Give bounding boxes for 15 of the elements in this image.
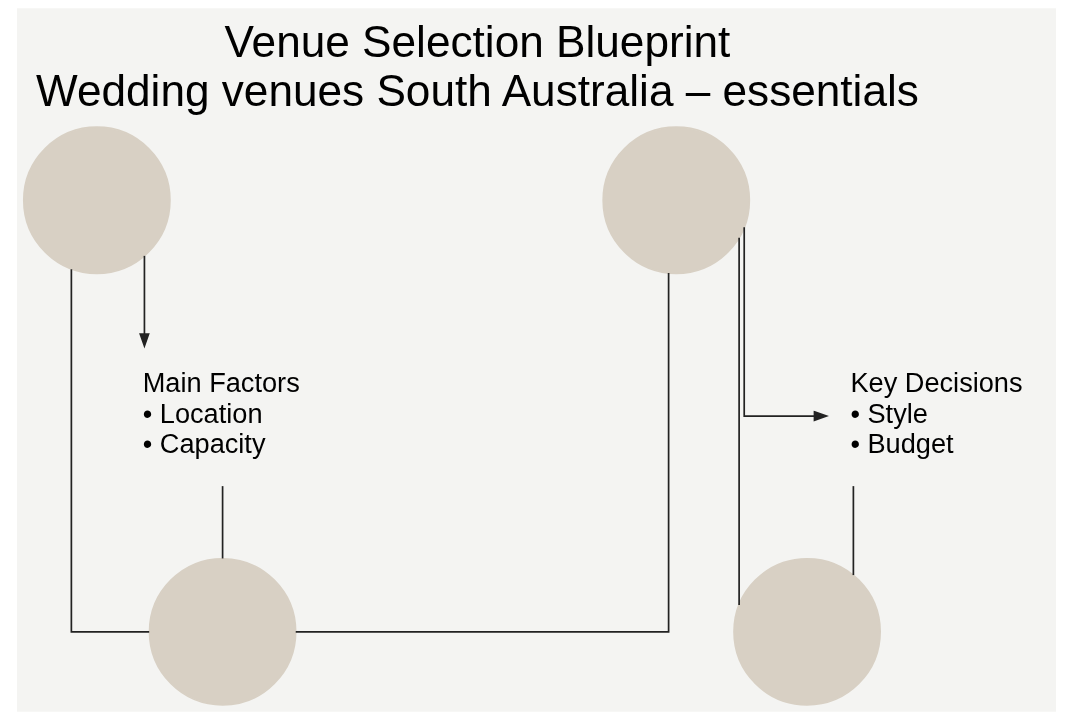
node-text: Key Decisions • Style • Budget xyxy=(850,366,1023,460)
connector xyxy=(294,272,670,633)
diagram-title: Venue Selection Blueprint xyxy=(224,17,731,67)
node-circle xyxy=(733,557,881,706)
caption: Wedding venues South Australia – essentials xyxy=(36,66,919,116)
node-circle xyxy=(22,126,171,275)
node-circle xyxy=(148,557,297,706)
node-circle xyxy=(602,126,751,275)
connector xyxy=(221,485,224,560)
connector xyxy=(70,268,151,633)
arrow xyxy=(139,255,150,349)
arrow xyxy=(743,226,829,422)
node-text: Main Factors • Location • Capacity xyxy=(142,366,300,460)
connector xyxy=(738,237,740,606)
connector xyxy=(852,485,855,576)
